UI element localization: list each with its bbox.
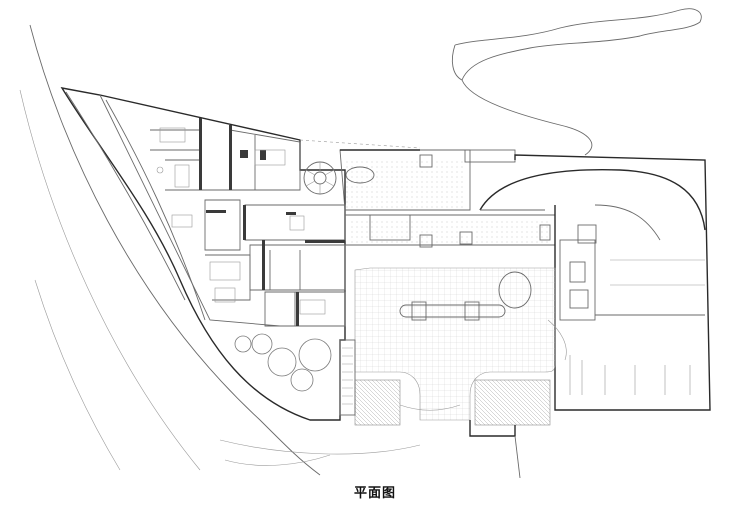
floor-plan-drawing: [19, 8, 711, 478]
central-courtyard: [354, 267, 556, 421]
drawing-caption: 平面图: [353, 486, 396, 501]
room-partitions: [150, 118, 346, 327]
parking-stalls: [569, 355, 691, 395]
spiral-stair: [303, 161, 337, 195]
furniture: [156, 127, 326, 315]
wall-fragments: [199, 118, 345, 326]
site-boundary: [29, 24, 321, 476]
river-edge: [454, 8, 702, 156]
residential-wing: [60, 87, 346, 421]
garden-trees: [234, 333, 332, 392]
entrance-gate: [469, 420, 516, 437]
parking-deck: [514, 154, 711, 411]
ramp-curve: [479, 169, 706, 231]
lobby-terrace: [339, 149, 471, 211]
